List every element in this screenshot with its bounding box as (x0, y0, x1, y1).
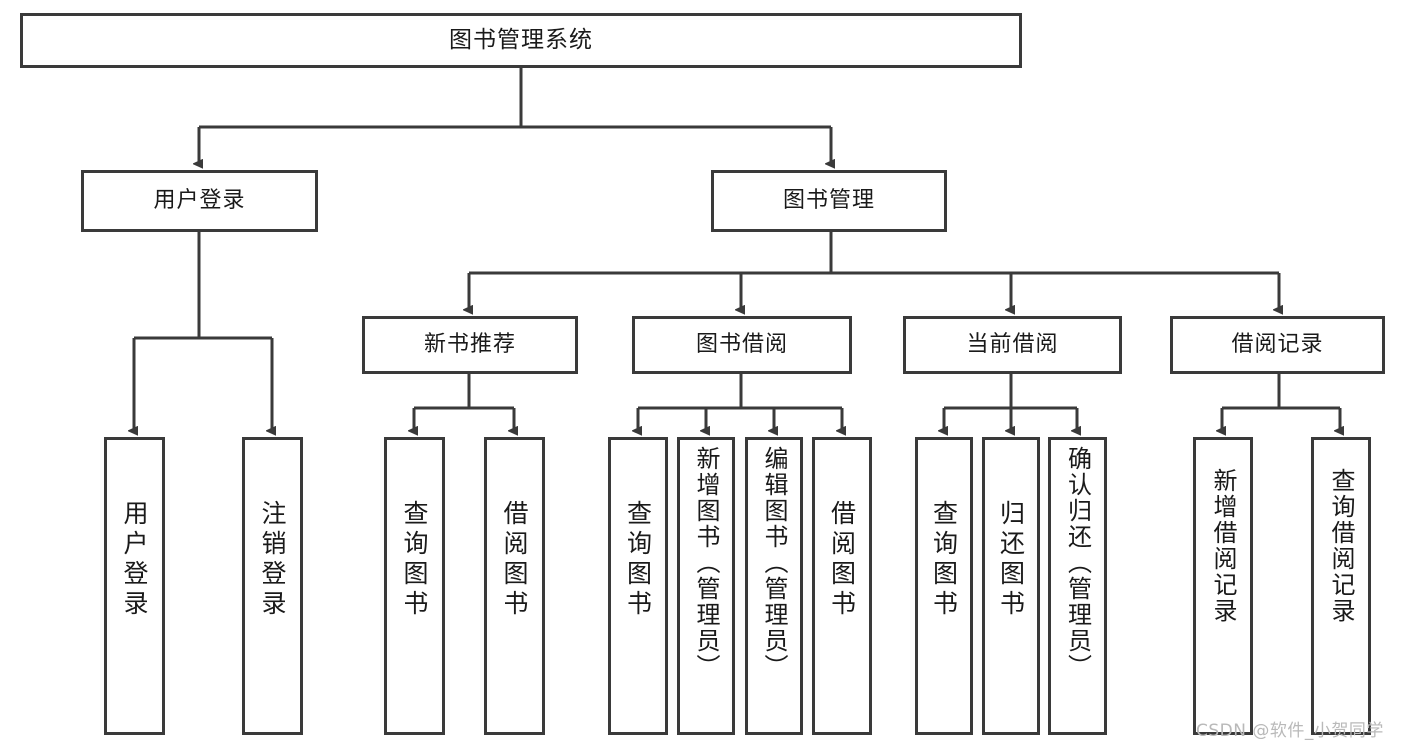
leaf-book-borrow-borrow[interactable]: 借阅图书 (812, 437, 872, 735)
node-label: 图书管理 (782, 188, 875, 214)
leaf-user-login-logout[interactable]: 注销登录 (242, 437, 303, 735)
node-label: 注销登录 (258, 500, 287, 620)
leaf-borrow-record-query[interactable]: 查询借阅记录 (1311, 437, 1371, 735)
csdn-watermark: CSDN @软件_小贺同学 (1196, 721, 1384, 741)
node-label: 借阅图书 (827, 500, 857, 620)
node-label: 新书推荐 (423, 332, 516, 358)
node-label: 图书借阅 (695, 332, 788, 358)
node-label: 用户登录 (120, 500, 149, 620)
leaf-book-borrow-add[interactable]: 新增图书（管理员） (677, 437, 735, 735)
node-label: 确认归还（管理员） (1063, 446, 1092, 680)
node-book-borrow[interactable]: 图书借阅 (632, 316, 852, 374)
node-label: 查询图书 (400, 500, 429, 620)
leaf-borrow-record-add[interactable]: 新增借阅记录 (1193, 437, 1253, 735)
node-new-book-recommend[interactable]: 新书推荐 (362, 316, 578, 374)
node-label: 当前借阅 (966, 332, 1059, 358)
node-book-management-system[interactable]: 图书管理系统 (20, 13, 1022, 68)
node-label: 用户登录 (153, 188, 246, 214)
node-current-borrow[interactable]: 当前借阅 (903, 316, 1122, 374)
node-label: 查询图书 (929, 500, 959, 620)
leaf-current-borrow-confirm[interactable]: 确认归还（管理员） (1048, 437, 1107, 735)
leaf-user-login-login[interactable]: 用户登录 (104, 437, 165, 735)
node-label: 查询借阅记录 (1327, 468, 1355, 624)
leaf-new-book-query[interactable]: 查询图书 (384, 437, 445, 735)
leaf-current-borrow-return[interactable]: 归还图书 (982, 437, 1040, 735)
node-label: 新增借阅记录 (1209, 468, 1237, 624)
node-label: 新增图书（管理员） (692, 446, 720, 680)
node-label: 归还图书 (996, 500, 1026, 620)
node-label: 借阅记录 (1231, 332, 1324, 358)
node-book-management[interactable]: 图书管理 (711, 170, 947, 232)
node-label: 编辑图书（管理员） (760, 446, 788, 680)
node-label: 借阅图书 (500, 500, 529, 620)
node-user-login[interactable]: 用户登录 (81, 170, 318, 232)
leaf-new-book-borrow[interactable]: 借阅图书 (484, 437, 545, 735)
leaf-book-borrow-query[interactable]: 查询图书 (608, 437, 668, 735)
node-label: 查询图书 (623, 500, 653, 620)
node-label: 图书管理系统 (449, 26, 593, 53)
leaf-current-borrow-query[interactable]: 查询图书 (915, 437, 973, 735)
leaf-book-borrow-edit[interactable]: 编辑图书（管理员） (745, 437, 803, 735)
node-borrow-record[interactable]: 借阅记录 (1170, 316, 1385, 374)
